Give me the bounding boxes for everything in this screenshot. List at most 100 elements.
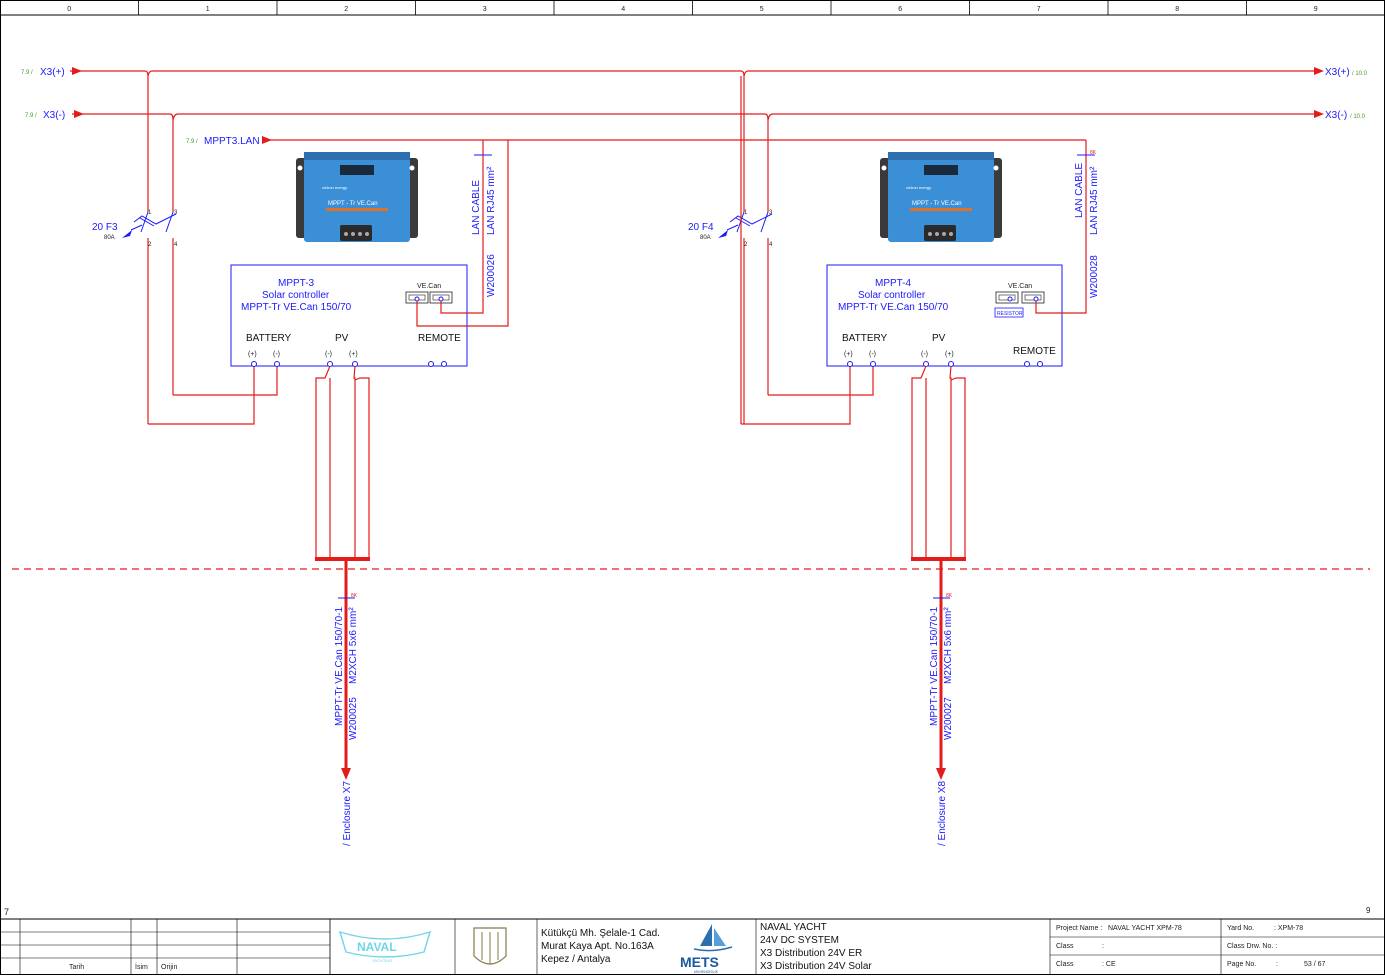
corner-left-number: 7 — [4, 907, 9, 917]
address-line-2: Murat Kaya Apt. No.163A — [541, 941, 654, 952]
wire-mppt3-bat-plus[interactable] — [148, 364, 255, 425]
mppt-4-model: MPPT-Tr VE.Can 150/70 — [838, 302, 949, 313]
fuse-f3-pin-1: 1 — [148, 210, 152, 216]
fuse-f4-pin-2: 2 — [744, 242, 748, 248]
pv-cable-1-id: W200025 — [348, 697, 359, 740]
lan-label: MPPT3.LAN — [204, 136, 260, 147]
section-mppt-3: 20 F3 80A 1 3 2 4 victron energy MPPT - … — [92, 76, 509, 846]
wire-mppt3-bat-minus[interactable] — [173, 364, 278, 396]
ruler-column-3: 3 — [483, 6, 487, 13]
mppt-3-pv-label: PV — [335, 333, 349, 344]
title-block: Tarih İsim Orijin NAVAL YACHTING Kütükçü… — [0, 918, 1385, 975]
lan-cable-1-line1: LAN CABLE — [471, 180, 482, 235]
wire-mppt3-vecan-in[interactable] — [440, 140, 484, 314]
class1-value: : — [1102, 943, 1104, 950]
x3m-out-label: X3(-) — [1325, 110, 1347, 121]
class2-label: Class — [1056, 961, 1074, 968]
mppt-4-device-image: victron energy MPPT - Tr VE.Can — [880, 152, 1002, 242]
pv-cable-2-line1: MPPT-Tr VE.Can 150/70-1 — [929, 606, 940, 726]
class1-label: Class — [1056, 943, 1074, 950]
fuse-f4[interactable]: 20 F4 80A 1 3 2 4 — [688, 76, 773, 424]
wire-mppt3-pv-bundle[interactable] — [315, 365, 370, 780]
wire-mppt4-pv-bundle[interactable] — [911, 365, 966, 780]
section-mppt-4: 20 F4 80A 1 3 2 4 victron energy MPPT - … — [688, 76, 1100, 846]
mppt-4-remote-label: REMOTE — [1013, 346, 1056, 357]
mppt-3-name: MPPT-3 — [278, 278, 315, 289]
bus-x3-minus[interactable] — [72, 110, 1324, 121]
x3p-in-ref: 7.9 / — [21, 70, 33, 76]
fuse-f3-pin-4: 4 — [174, 242, 178, 248]
fuse-f4-label: 20 F4 — [688, 222, 714, 233]
pv-cable-1-line1: MPPT-Tr VE.Can 150/70-1 — [334, 606, 345, 726]
mppt-4-box[interactable] — [826, 264, 1063, 367]
mppt-4-vecan-ports[interactable] — [995, 291, 1045, 304]
mppt-3-bat-plus: (+) — [248, 351, 257, 358]
project-line-3: X3 Distribution 24V ER — [760, 948, 862, 959]
ruler-column-5: 5 — [760, 6, 764, 13]
ruler-column-2: 2 — [344, 6, 348, 13]
address-line-3: Kepez / Antalya — [541, 954, 611, 965]
mppt-3-pv-minus: (-) — [325, 351, 332, 358]
fuse-f4-rating: 80A — [700, 235, 711, 241]
fuse-f4-pin-3: 3 — [769, 210, 773, 216]
fuse-f3[interactable]: 20 F3 80A 1 3 2 4 — [92, 76, 178, 424]
mppt-3-vecan-label: VE.Can — [417, 283, 441, 290]
mppt-3-remote-label: REMOTE — [418, 333, 461, 344]
mppt-3-vecan-ports[interactable] — [405, 291, 453, 304]
lan-cable-2-line1: LAN CABLE — [1074, 163, 1085, 218]
mppt-4-type: Solar controller — [858, 290, 926, 301]
mppt-4-device-brand: victron energy — [906, 185, 931, 190]
project-name-value: NAVAL YACHT XPM-78 — [1108, 925, 1182, 932]
lan-cable-2-id: W200028 — [1089, 255, 1100, 298]
rev-header-date: Tarih — [69, 964, 84, 971]
project-line-2: 24V DC SYSTEM — [760, 935, 839, 946]
mppt-3-model: MPPT-Tr VE.Can 150/70 — [241, 302, 352, 313]
wire-mppt4-bat-minus[interactable] — [768, 364, 874, 396]
yard-label: Yard No. — [1227, 925, 1254, 932]
wire-mppt4-bat-plus[interactable] — [741, 364, 851, 425]
x3m-in-ref: 7.9 / — [25, 113, 37, 119]
pv-cable-1-dest[interactable]: / Enclosure X7 — [342, 781, 353, 846]
pv-cable-2-line2: M2XCH 5x6 mm² — [943, 607, 954, 684]
mppt-4-pv-plus: (+) — [945, 351, 954, 358]
fuse-f4-pin-1: 1 — [744, 210, 748, 216]
wire-mppt3-vecan-out[interactable] — [416, 140, 509, 327]
yard-value: : XPM-78 — [1274, 925, 1303, 932]
mppt-4-pv-label: PV — [932, 333, 946, 344]
ruler-column-6: 6 — [898, 6, 902, 13]
wire-mppt4-vecan[interactable] — [1035, 140, 1087, 314]
mppt-3-box[interactable] — [230, 264, 468, 367]
revision-table: Tarih İsim Orijin — [0, 919, 331, 975]
bus-x3-plus[interactable] — [70, 67, 1324, 77]
mppt-4-terminals[interactable] — [847, 361, 1043, 367]
page-number: 53 / 67 — [1304, 961, 1326, 968]
fuse-f3-rating: 80A — [104, 235, 115, 241]
corner-right-number: 9 — [1366, 906, 1371, 915]
mppt-4-resistor: RESISTOR — [997, 311, 1023, 317]
lan-cable-2-line2: LAN RJ45 mm² — [1089, 166, 1100, 235]
rev-header-name: İsim — [135, 962, 148, 971]
ruler-column-4: 4 — [621, 6, 625, 13]
mppt-3-terminals[interactable] — [251, 361, 447, 367]
mppt-3-battery-label: BATTERY — [246, 333, 292, 344]
mppt-4-pv-minus: (-) — [921, 351, 928, 358]
page-label: Page No. — [1227, 961, 1256, 968]
naval-yacht-logo: NAVAL YACHTING — [338, 930, 432, 963]
bus-lan[interactable] — [262, 136, 1086, 144]
lan-cable-1-id: W200026 — [486, 254, 497, 297]
mppt-4-bat-plus: (+) — [844, 351, 853, 358]
mets-logo-text: METS — [680, 954, 719, 970]
x3m-in-label: X3(-) — [43, 110, 65, 121]
mppt-4-name: MPPT-4 — [875, 278, 912, 289]
x3m-out-ref: / 10.0 — [1350, 114, 1366, 120]
fuse-f3-pin-3: 3 — [174, 210, 178, 216]
mppt-3-bat-minus: (-) — [273, 351, 280, 358]
mppt-3-type: Solar controller — [262, 290, 330, 301]
mppt-4-bat-minus: (-) — [869, 351, 876, 358]
mets-logo: METS MÜHENDİSLİK — [680, 924, 733, 974]
pv-cable-2-dest[interactable]: / Enclosure X8 — [937, 781, 948, 846]
pv-cable-2-id: W200027 — [943, 697, 954, 740]
fuse-f3-label: 20 F3 — [92, 222, 118, 233]
